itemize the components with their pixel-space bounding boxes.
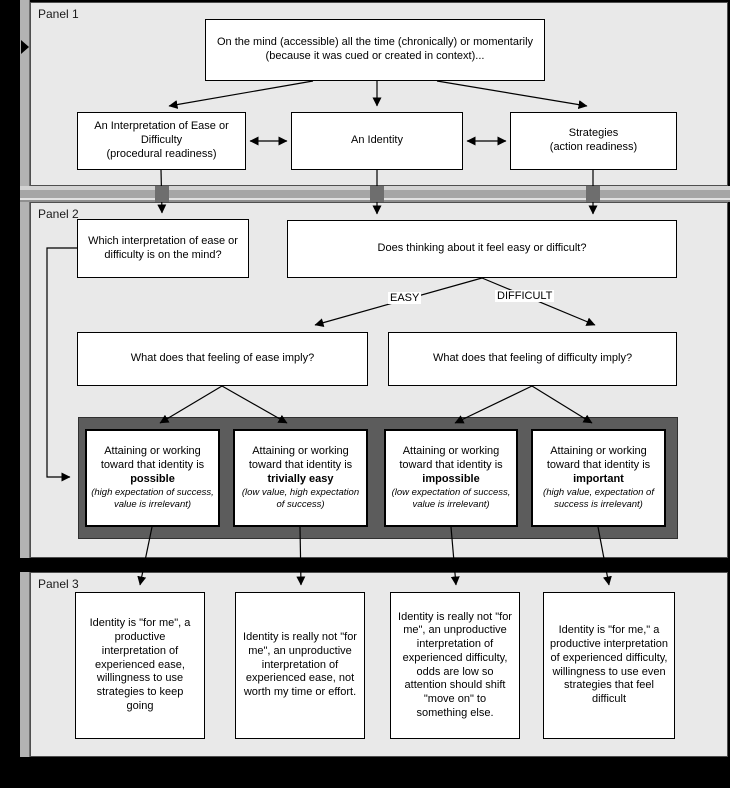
- panel-gap-bar: [0, 558, 730, 572]
- panel-2-label: Panel 2: [38, 207, 79, 221]
- outcome-important-box: Attaining or working toward that identit…: [531, 429, 666, 527]
- conclusion-difficulty-not-for-me-box: Identity is really not "for me", an unpr…: [390, 592, 520, 739]
- conclusion-difficulty-not-for-me-text: Identity is really not "for me", an unpr…: [398, 610, 512, 719]
- conclusion-ease-not-for-me-text: Identity is really not "for me", an unpr…: [243, 631, 357, 699]
- difficulty-imply-box: What does that feeling of difficulty imp…: [388, 332, 677, 386]
- panel-1-label: Panel 1: [38, 7, 79, 21]
- panel-3-label: Panel 3: [38, 577, 79, 591]
- outcome-impossible-box: Attaining or working toward that identit…: [384, 429, 518, 527]
- outcome-possible-lead: Attaining or working toward that identit…: [100, 445, 205, 471]
- difficulty-imply-text: What does that feeling of difficulty imp…: [432, 352, 633, 365]
- ease-imply-text: What does that feeling of ease imply?: [130, 352, 315, 365]
- outcome-important-lead: Attaining or working toward that identit…: [546, 445, 651, 471]
- strategies-sub: (action readiness): [549, 141, 638, 153]
- outcome-possible-keyword: possible: [130, 472, 175, 485]
- left-window-strip: [20, 0, 30, 558]
- feel-easy-difficult-box: Does thinking about it feel easy or diff…: [287, 220, 677, 278]
- conclusion-ease-not-for-me-box: Identity is really not "for me", an unpr…: [235, 592, 365, 739]
- outcome-impossible-lead: Attaining or working toward that identit…: [399, 445, 503, 471]
- which-interpretation-box: Which interpretation of ease or difficul…: [77, 219, 249, 278]
- outcome-impossible-note: (low expectation of success, value is ir…: [391, 487, 511, 511]
- conclusion-ease-for-me-box: Identity is "for me", a productive inter…: [75, 592, 205, 739]
- ease-imply-box: What does that feeling of ease imply?: [77, 332, 368, 386]
- identity-text: An Identity: [351, 134, 403, 147]
- outcome-important-note: (high value, expectation of success is i…: [543, 487, 654, 511]
- conclusion-difficulty-for-me-box: Identity is "for me," a productive inter…: [543, 592, 675, 739]
- identity-box: An Identity: [291, 112, 463, 170]
- conclusion-ease-for-me-text: Identity is "for me", a productive inter…: [89, 617, 191, 712]
- pane-handle-arrow-icon[interactable]: [21, 40, 29, 54]
- easy-branch-label: EASY: [388, 292, 422, 304]
- outcome-trivially-easy-note: (low value, high expectation of success): [241, 487, 360, 511]
- difficult-branch-label: DIFFICULT: [495, 290, 555, 302]
- strategies-box: Strategies (action readiness): [510, 112, 677, 170]
- strategies-text: Strategies: [568, 127, 619, 140]
- outcome-possible-note: (high expectation of success, value is i…: [91, 487, 214, 511]
- outcome-trivially-easy-box: Attaining or working toward that identit…: [233, 429, 368, 527]
- separator-tick: [155, 186, 169, 202]
- interpretation-sub: (procedural readiness): [106, 147, 217, 160]
- outcome-trivially-easy-keyword: trivially easy: [267, 472, 334, 485]
- conclusion-difficulty-for-me-text: Identity is "for me," a productive inter…: [550, 624, 669, 705]
- interpretation-box: An Interpretation of Ease or Difficulty …: [77, 112, 246, 170]
- outcome-possible-box: Attaining or working toward that identit…: [85, 429, 220, 527]
- outcome-trivially-easy-lead: Attaining or working toward that identit…: [248, 445, 353, 471]
- feel-easy-difficult-text: Does thinking about it feel easy or diff…: [377, 242, 587, 255]
- interpretation-text: An Interpretation of Ease or Difficulty: [94, 120, 229, 147]
- on-the-mind-box: On the mind (accessible) all the time (c…: [205, 19, 545, 81]
- outcome-important-keyword: important: [573, 472, 624, 485]
- outcome-impossible-keyword: impossible: [422, 472, 480, 485]
- left-window-strip-lower: [20, 572, 30, 757]
- separator-tick: [586, 186, 600, 202]
- separator-tick: [370, 186, 384, 202]
- which-interpretation-text: Which interpretation of ease or difficul…: [88, 234, 238, 261]
- on-the-mind-text: On the mind (accessible) all the time (c…: [216, 36, 534, 62]
